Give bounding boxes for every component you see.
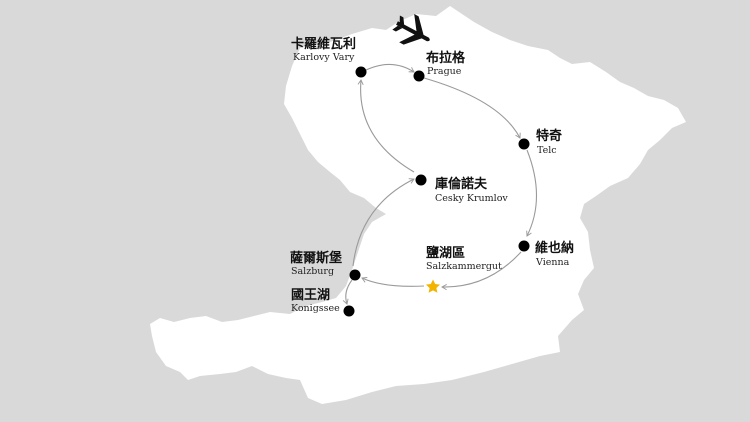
route-salzburg-konigssee [342, 279, 353, 305]
label-prague-zh: 布拉格 [426, 50, 466, 66]
label-salzburg-en: Salzburg [291, 266, 334, 277]
marker-karlovy-vary[interactable] [355, 66, 367, 78]
label-konigssee-en: Konigssee [291, 303, 340, 314]
label-cesky-krumlov-zh: 庫倫諾夫 [435, 176, 488, 192]
label-telc-en: Telc [537, 145, 557, 156]
marker-telc[interactable] [518, 138, 530, 150]
label-telc-zh: 特奇 [536, 128, 562, 144]
route-vienna-salzkammergut [441, 251, 522, 291]
land-mass [150, 6, 686, 404]
marker-prague[interactable] [413, 70, 425, 82]
label-salzkammergut-zh: 鹽湖區 [426, 245, 465, 261]
label-vienna-en: Vienna [535, 257, 570, 268]
marker-vienna[interactable] [518, 240, 530, 252]
star-icon[interactable] [426, 279, 440, 293]
label-prague-en: Prague [427, 66, 462, 77]
marker-salzburg[interactable] [349, 269, 361, 281]
label-konigssee-zh: 國王湖 [291, 288, 330, 303]
label-karlovy-vary-en: Karlovy Vary [293, 52, 355, 63]
route-telc-vienna [526, 149, 538, 237]
label-vienna-zh: 維也納 [535, 240, 574, 256]
label-salzkammergut-en: Salzkammergut [426, 261, 502, 272]
marker-konigssee[interactable] [343, 305, 355, 317]
route-ceskykrumlov-karlovyvary [357, 79, 415, 173]
route-karlovyvary-prague [365, 63, 415, 73]
route-salzburg-ceskykrumlov [352, 178, 415, 267]
label-salzburg-zh: 薩爾斯堡 [290, 250, 342, 266]
airplane-icon [392, 14, 430, 45]
marker-cesky-krumlov[interactable] [415, 174, 427, 186]
route-prague-telc [423, 77, 521, 139]
label-cesky-krumlov-en: Cesky Krumlov [435, 193, 508, 204]
label-karlovy-vary-zh: 卡羅維瓦利 [291, 36, 356, 52]
route-salzkammergut-salzburg [361, 277, 425, 287]
